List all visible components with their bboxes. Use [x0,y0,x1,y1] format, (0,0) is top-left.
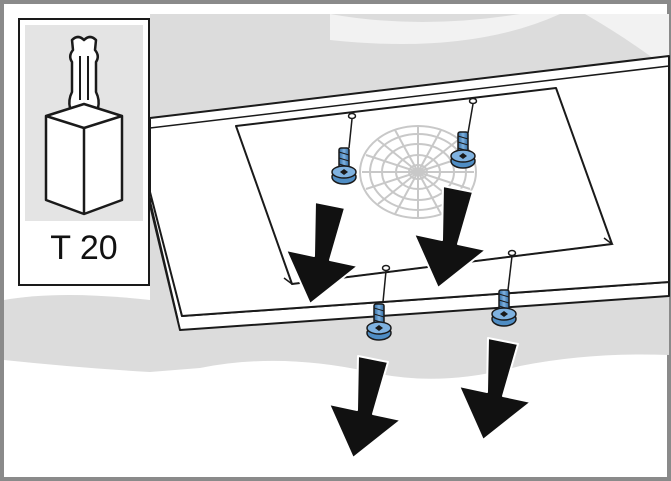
screw [331,147,357,185]
arrow-down-icon [328,355,402,459]
bit-size-label: T 20 [50,229,118,267]
torx-bit-icon [44,35,124,216]
background-highlight-right [585,14,669,70]
screw [450,131,476,169]
screw [491,289,517,327]
arrow-down-icon [285,201,359,305]
tool-inset [18,18,150,286]
fan-grille [359,125,477,219]
background-highlight [330,14,560,45]
arrow-down-icon [413,185,487,289]
screw [366,303,392,341]
arrow-down-icon [458,337,532,441]
background-shape-left [4,295,150,372]
screw-holes [347,97,517,303]
